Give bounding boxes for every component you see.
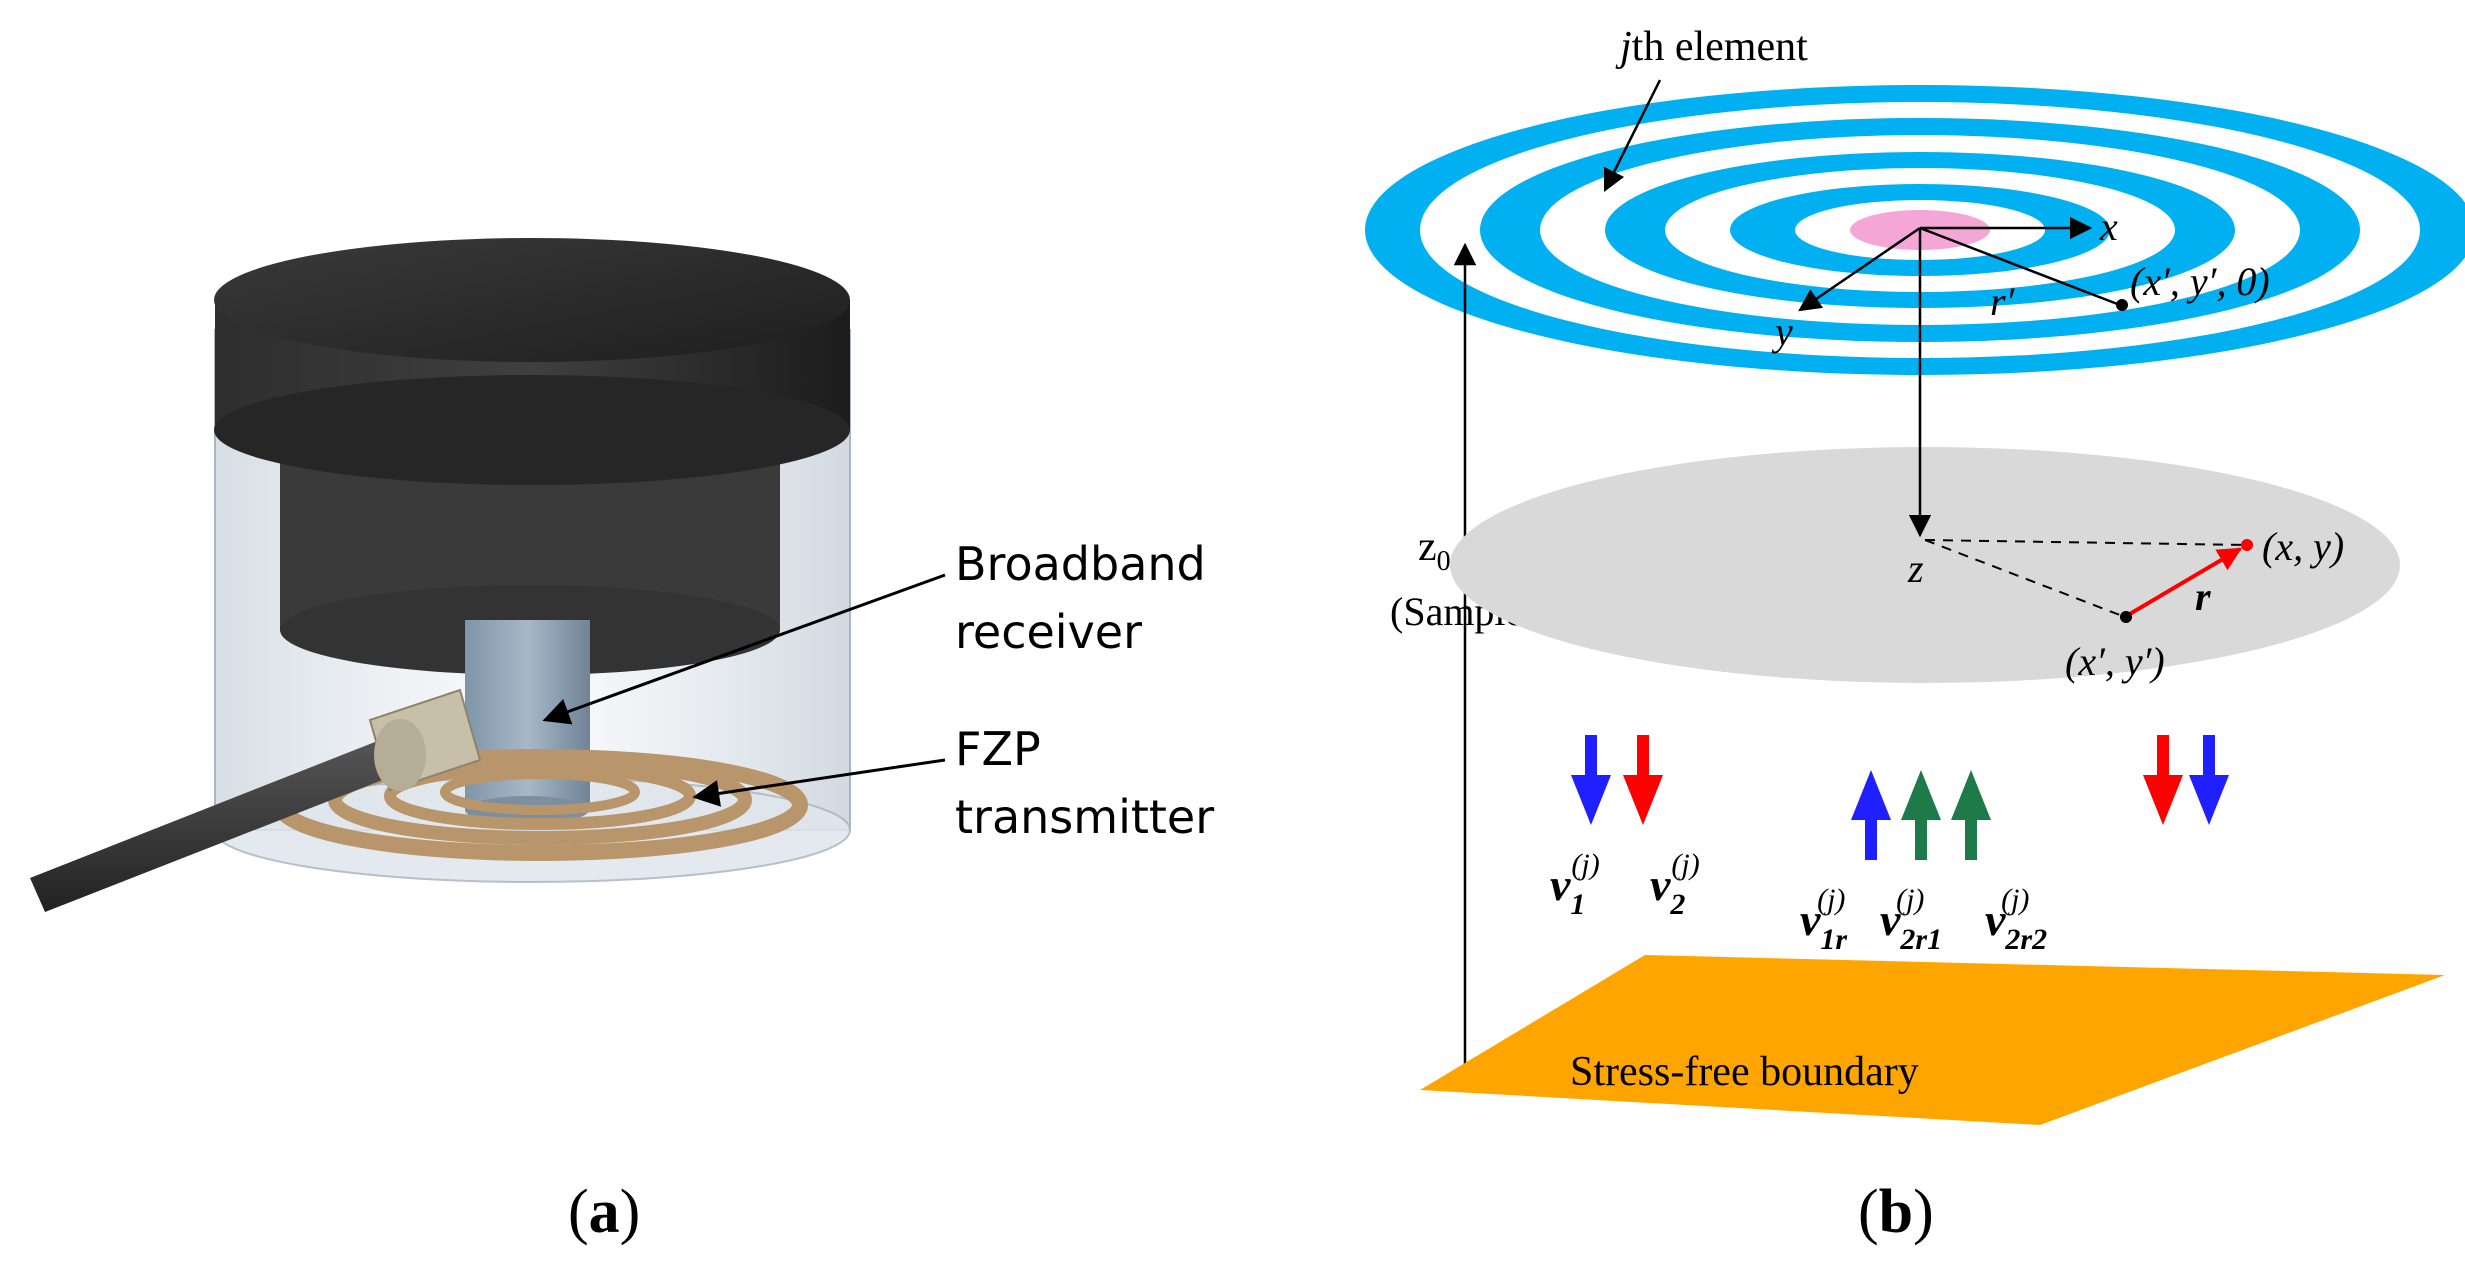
v2r2-label: v2r2(j) xyxy=(1985,883,2047,956)
r-prime-line xyxy=(1919,226,2121,307)
velocity-labels: v1(j) v2(j) v1r(j) v2r1(j) v2r2(j) xyxy=(1550,848,2047,956)
v2-label: v2(j) xyxy=(1650,848,1700,921)
v1r-label: v1r(j) xyxy=(1800,883,1847,956)
jth-element-pointer xyxy=(1603,79,1662,193)
jth-element-label: jth element xyxy=(1615,24,1808,70)
source-point-dot xyxy=(2116,299,2128,311)
boundary-label: Stress-free boundary xyxy=(1570,1049,1919,1095)
y-axis-label: y xyxy=(1771,309,1793,354)
z-axis-label: z xyxy=(1907,546,1924,591)
source-proj-label: (x′, y′) xyxy=(2065,639,2165,684)
receiver-pointer xyxy=(542,573,946,725)
cable xyxy=(30,688,482,912)
fzp-label-line1: FZP xyxy=(955,722,1041,776)
receiver-element xyxy=(465,620,590,824)
panel-b: jth element x y r′ (x′, y′, 0) z0 (Sampl… xyxy=(1365,24,2465,1246)
panel-b-caption: (b) xyxy=(1858,1178,1934,1246)
fzp-label-line2: transmitter xyxy=(955,790,1214,844)
field-point-label: (x, y) xyxy=(2262,524,2344,569)
v2r1-up-arrow xyxy=(1901,770,1941,860)
r-label: r xyxy=(2195,574,2211,619)
v2r1-label: v2r1(j) xyxy=(1880,883,1942,956)
panel-a: Broadband receiver FZP transmitter (a) xyxy=(30,238,1214,1246)
source-point-label: (x′, y′, 0) xyxy=(2130,259,2270,304)
source-proj-dot xyxy=(2120,611,2132,623)
fzp-pointer xyxy=(692,758,946,807)
receiver-label-line2: receiver xyxy=(955,605,1142,659)
v2-down-arrow xyxy=(1623,735,1663,825)
panel-a-caption: (a) xyxy=(568,1178,640,1246)
wave-arrows xyxy=(1571,735,2229,860)
receiver-label-line1: Broadband xyxy=(955,537,1206,591)
v2r2-up-arrow xyxy=(1951,770,1991,860)
y-axis-arrow xyxy=(1798,226,1921,312)
right-blue-down-arrow xyxy=(2189,735,2229,825)
r-prime-label: r′ xyxy=(1990,279,2016,324)
x-axis-label: x xyxy=(2099,204,2118,249)
v1-label: v1(j) xyxy=(1550,848,1600,921)
z0-label: z0 xyxy=(1418,524,1451,577)
r-vector xyxy=(2126,547,2243,617)
field-plane xyxy=(1450,447,2400,683)
top-cap xyxy=(214,238,850,485)
v1-down-arrow xyxy=(1571,735,1611,825)
field-point-dot xyxy=(2241,539,2253,551)
v1r-up-arrow xyxy=(1851,770,1891,860)
right-red-down-arrow xyxy=(2143,735,2183,825)
stress-free-boundary xyxy=(1420,955,2445,1125)
